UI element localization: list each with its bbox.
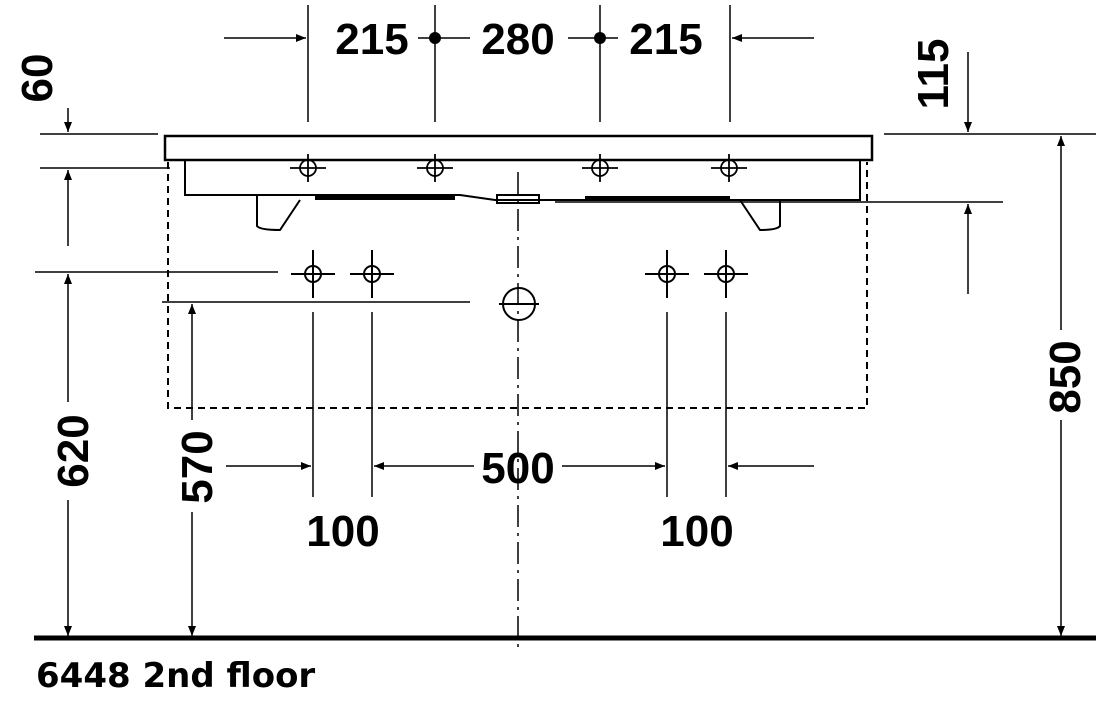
drawing-caption: 6448 2nd floor	[36, 656, 316, 696]
dim-top-center: 280	[481, 15, 554, 64]
dim-top-right: 215	[629, 15, 702, 64]
dimension-arrows	[64, 34, 1065, 636]
dim-bottom-left: 100	[306, 507, 379, 556]
dim-left-rim: 60	[13, 54, 62, 103]
dim-bottom-center: 500	[481, 444, 554, 493]
dim-bottom-right: 100	[660, 507, 733, 556]
dim-tap-hole-height: 620	[49, 414, 98, 487]
dim-top-left: 215	[335, 15, 408, 64]
dim-right-rim: 115	[909, 39, 958, 110]
basin-outline	[163, 134, 874, 232]
dim-drain-height: 570	[173, 430, 222, 503]
tap-hole-markers	[290, 154, 747, 182]
dim-total-height: 850	[1041, 340, 1090, 413]
wall-connection-holes	[291, 250, 748, 321]
vanity-outline-dashed	[167, 162, 868, 409]
dimension-dots	[429, 32, 606, 44]
extension-lines	[35, 5, 1096, 497]
